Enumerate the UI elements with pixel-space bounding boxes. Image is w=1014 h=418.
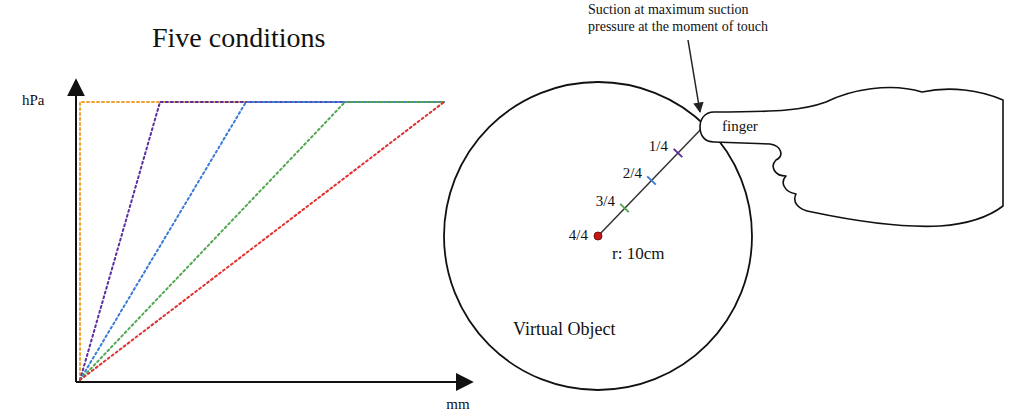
depth-tick — [647, 176, 656, 184]
node-label: finger — [722, 118, 758, 135]
hand-outline — [700, 87, 1003, 226]
radius-line — [598, 125, 705, 236]
condition-curve — [80, 102, 444, 380]
y-axis — [75, 80, 77, 382]
chart-title: Five conditions — [152, 22, 325, 54]
depth-fraction: 3/4 — [596, 193, 615, 210]
depth-tick — [620, 204, 629, 212]
condition-curve — [80, 102, 444, 380]
condition-curve — [80, 102, 444, 380]
x-axis — [76, 381, 472, 383]
depth-tick — [674, 149, 683, 157]
axis-unit: mm — [446, 396, 469, 413]
leader-arrow — [688, 40, 700, 112]
radius-label: r: 10cm — [612, 244, 664, 264]
node-label: Virtual Object — [513, 319, 615, 340]
node-outline — [700, 60, 1005, 232]
center-dot — [594, 232, 602, 240]
condition-curve — [80, 102, 444, 380]
axis-unit: hPa — [22, 92, 45, 109]
depth-fraction: 2/4 — [623, 165, 642, 182]
depth-fraction: 1/4 — [649, 138, 668, 155]
finger-hand: finger — [700, 60, 1005, 232]
condition-curve — [80, 102, 444, 380]
depth-fraction: 4/4 — [569, 227, 588, 244]
annotation-note: Suction at maximum suction pressure at t… — [588, 2, 798, 36]
